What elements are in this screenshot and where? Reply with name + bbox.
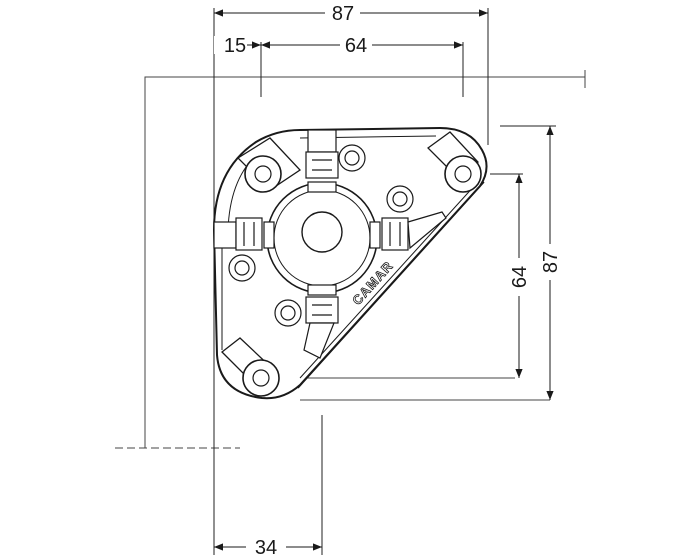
plate-inner-edge xyxy=(221,135,477,379)
mounting-hole-top-right xyxy=(444,155,482,193)
center-hole xyxy=(301,211,343,253)
clip-bottom xyxy=(303,284,339,359)
cabinet-outline xyxy=(115,70,586,449)
dimension-bottom-offset-label: 34 xyxy=(255,537,277,559)
dimension-overall-height-label: 87 xyxy=(540,251,562,273)
dimension-bottom-offset: 34 xyxy=(214,537,322,559)
mounting-hole-bottom-left xyxy=(242,359,280,397)
dimension-hole-spacing-vertical: 64 xyxy=(509,174,531,378)
dimension-hole-spacing-horizontal: 64 xyxy=(261,35,463,57)
dimension-offset-left-label: 15 xyxy=(224,35,246,57)
screw-hole-top xyxy=(338,144,366,172)
clip-top xyxy=(305,129,339,193)
dimension-offset-left: 15 xyxy=(214,35,261,57)
dimension-overall-width: 87 xyxy=(214,3,488,25)
dimension-hole-spacing-vertical-label: 64 xyxy=(509,266,531,288)
dimension-overall-height: 87 xyxy=(540,126,562,400)
central-adjuster xyxy=(266,182,378,294)
screw-hole-bottom xyxy=(274,299,302,327)
clip-left xyxy=(213,217,275,251)
screw-holes xyxy=(228,144,414,327)
mounting-hole-top-left xyxy=(244,155,282,193)
dimension-hole-spacing-horizontal-label: 64 xyxy=(345,35,367,57)
clip-right xyxy=(369,211,447,251)
screw-hole-right xyxy=(386,185,414,213)
mounting-holes xyxy=(242,155,482,397)
adjuster-clips xyxy=(213,129,447,359)
screw-hole-left xyxy=(228,254,256,282)
dimension-overall-width-label: 87 xyxy=(332,3,354,25)
